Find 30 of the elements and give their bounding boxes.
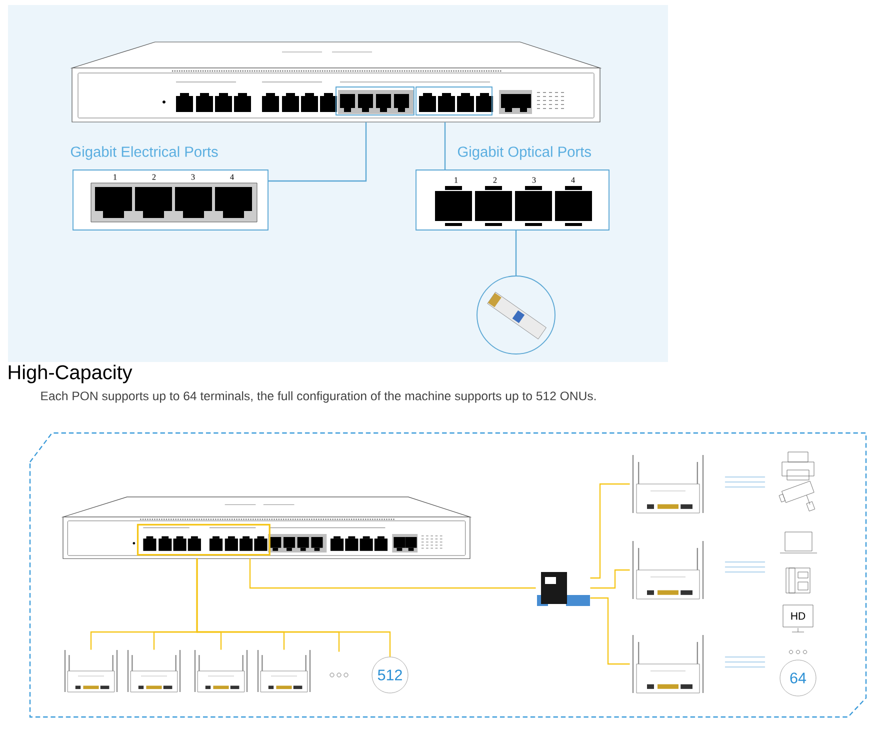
ellipsis-icon xyxy=(330,672,348,678)
connector-line xyxy=(196,558,391,657)
onu-router-drawing xyxy=(632,455,704,514)
onu-router-drawing xyxy=(194,650,248,692)
port-number: 3 xyxy=(191,174,195,180)
connector-line xyxy=(249,558,536,589)
port-number: 1 xyxy=(454,177,458,183)
onu-router-drawing xyxy=(257,650,311,692)
onu-router-drawing xyxy=(64,650,118,692)
port-number: 1 xyxy=(114,174,117,180)
section-heading: High-Capacity xyxy=(8,364,132,384)
onu-router-drawing xyxy=(632,635,704,694)
panel-heading: Gigabit Optical Ports xyxy=(458,146,591,160)
port-number: 3 xyxy=(532,177,536,183)
port-number: 4 xyxy=(230,174,234,180)
splitter-drawing xyxy=(537,572,590,606)
port-number: 2 xyxy=(493,177,497,183)
connector-line xyxy=(444,122,446,170)
connector-line xyxy=(590,597,630,665)
port-number: 4 xyxy=(571,177,575,183)
onu-router-drawing xyxy=(127,650,181,692)
onu-router-drawing xyxy=(632,541,704,600)
connector-line xyxy=(590,569,630,589)
connector-line xyxy=(515,230,517,276)
sfp-module-drawing xyxy=(476,276,556,354)
connector-line xyxy=(590,483,630,579)
port-number: 2 xyxy=(152,174,156,180)
panel-heading: Gigabit Electrical Ports xyxy=(70,146,218,160)
connector-line xyxy=(268,122,367,182)
description-text: Each PON supports up to 64 terminals, the full configuration of the machine supports up to 512 ONUs. xyxy=(41,391,596,403)
